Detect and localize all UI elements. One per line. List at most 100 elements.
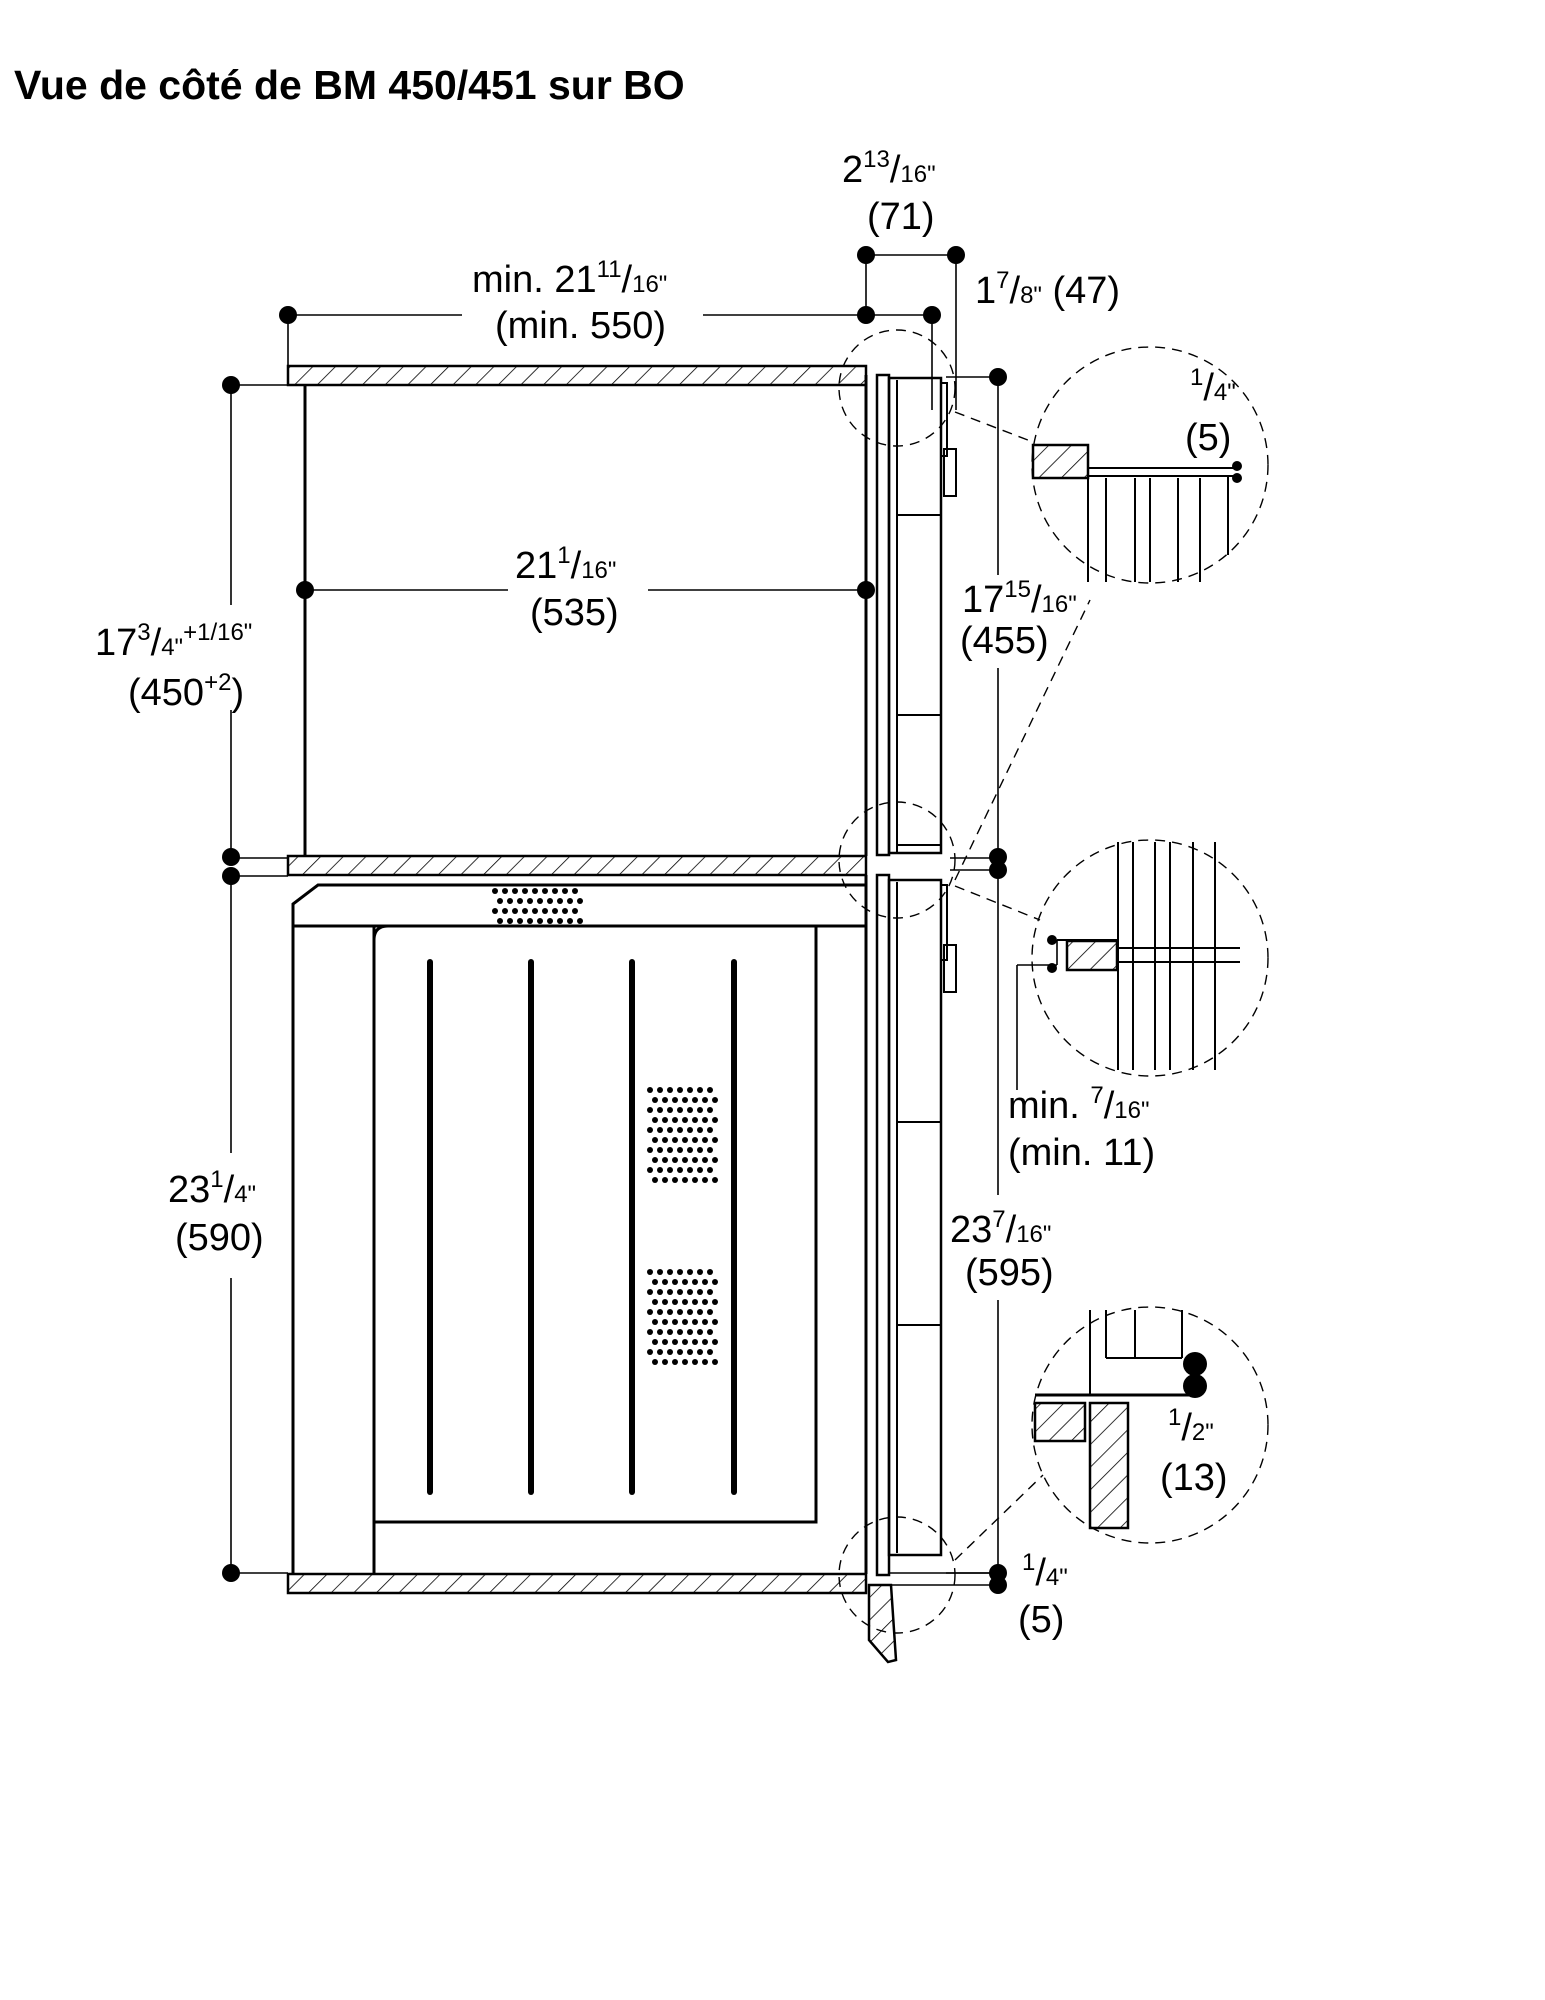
vent-dot-top: [527, 918, 533, 924]
label-min-niche-imperial: min. 2111/16": [472, 256, 667, 301]
vent-dot-lower: [697, 1309, 703, 1315]
vent-dot-lower: [692, 1279, 698, 1285]
vent-dot-lower: [672, 1339, 678, 1345]
dimension-dot: [989, 1576, 1007, 1594]
dimension-dot: [1183, 1374, 1207, 1398]
vent-dot-lower: [697, 1269, 703, 1275]
dimension-dot: [857, 246, 875, 264]
vent-dot-upper: [702, 1177, 708, 1183]
vent-dot-upper: [652, 1177, 658, 1183]
label-front-47: 17/8" (47): [975, 267, 1120, 312]
dimension-lines: [230, 254, 1058, 1586]
vent-dot-lower: [657, 1309, 663, 1315]
vent-dot-top: [532, 908, 538, 914]
dimension-dot: [1232, 473, 1242, 483]
vent-dot-lower: [672, 1299, 678, 1305]
vent-dot-lower: [667, 1329, 673, 1335]
page-title: Vue de côté de BM 450/451 sur BO: [14, 62, 685, 108]
vent-dot-top: [492, 908, 498, 914]
detail-top-joint: [1031, 443, 1240, 582]
label-depth-535-imperial: 211/16": [515, 542, 616, 587]
vent-dot-lower: [687, 1309, 693, 1315]
vent-dot-upper: [712, 1097, 718, 1103]
vent-dot-upper: [652, 1097, 658, 1103]
vent-dot-top: [492, 888, 498, 894]
vent-dot-lower: [652, 1299, 658, 1305]
ventilation-grids: [492, 888, 718, 1365]
bottom-shelf: [286, 1572, 868, 1595]
label-height-455-imperial: 1715/16": [962, 576, 1077, 621]
detail-circles: [838, 329, 1269, 1634]
dimension-dot: [947, 246, 965, 264]
vent-dot-top: [532, 888, 538, 894]
dimension-dot: [1232, 461, 1242, 471]
vent-dot-upper: [667, 1147, 673, 1153]
vent-dot-lower: [652, 1359, 658, 1365]
vent-dot-top: [537, 898, 543, 904]
vent-dot-top: [542, 908, 548, 914]
vent-dot-upper: [672, 1137, 678, 1143]
vent-dot-upper: [652, 1157, 658, 1163]
vent-dot-upper: [682, 1117, 688, 1123]
vent-dot-lower: [657, 1269, 663, 1275]
vent-dot-top: [512, 888, 518, 894]
vent-dot-upper: [712, 1177, 718, 1183]
label-gap-13-imperial: 1/2": [1168, 1404, 1214, 1449]
vent-dot-lower: [652, 1319, 658, 1325]
vent-dot-lower: [682, 1319, 688, 1325]
vent-dot-upper: [657, 1107, 663, 1113]
vent-dot-upper: [662, 1097, 668, 1103]
vent-dot-lower: [667, 1349, 673, 1355]
vent-dot-upper: [647, 1167, 653, 1173]
label-depth-71-imperial: 213/16": [842, 146, 936, 191]
vent-dot-top: [517, 918, 523, 924]
vent-dot-top: [562, 908, 568, 914]
vent-dot-lower: [712, 1339, 718, 1345]
vent-dot-lower: [687, 1289, 693, 1295]
label-min-niche-metric: (min. 550): [495, 305, 666, 347]
vent-dot-lower: [702, 1359, 708, 1365]
vent-dot-upper: [682, 1157, 688, 1163]
vent-dot-lower: [702, 1299, 708, 1305]
vent-dot-top: [507, 918, 513, 924]
vent-dot-top: [547, 898, 553, 904]
vent-dot-upper: [677, 1167, 683, 1173]
vent-dot-lower: [647, 1309, 653, 1315]
vent-dot-lower: [667, 1309, 673, 1315]
dimension-dot: [296, 581, 314, 599]
vent-dot-top: [572, 888, 578, 894]
vent-dot-lower: [657, 1329, 663, 1335]
vent-dot-top: [502, 888, 508, 894]
vent-dot-top: [577, 918, 583, 924]
vent-dot-upper: [652, 1137, 658, 1143]
upper-appliance-body: [303, 373, 957, 857]
vent-dot-lower: [707, 1269, 713, 1275]
label-height-590-metric: (590): [175, 1217, 264, 1259]
vent-dot-upper: [687, 1107, 693, 1113]
vent-dot-upper: [697, 1167, 703, 1173]
vent-dot-upper: [682, 1137, 688, 1143]
vent-dot-lower: [647, 1329, 653, 1335]
vent-dot-lower: [672, 1319, 678, 1325]
dimension-dot: [222, 848, 240, 866]
vent-dot-upper: [687, 1167, 693, 1173]
vent-dot-upper: [712, 1157, 718, 1163]
vent-dot-upper: [657, 1167, 663, 1173]
vent-dot-upper: [702, 1117, 708, 1123]
vent-dot-top: [502, 908, 508, 914]
vent-dot-upper: [687, 1127, 693, 1133]
dimension-dot: [857, 306, 875, 324]
dimension-dot: [989, 368, 1007, 386]
dimension-dot: [989, 861, 1007, 879]
vent-dot-lower: [687, 1269, 693, 1275]
vent-dot-upper: [682, 1097, 688, 1103]
vent-dot-upper: [707, 1127, 713, 1133]
vent-dot-lower: [677, 1349, 683, 1355]
label-height-450-metric: (450+2): [128, 669, 244, 714]
vent-dot-lower: [702, 1319, 708, 1325]
vent-dot-upper: [672, 1177, 678, 1183]
vent-dot-top: [527, 898, 533, 904]
vent-dot-upper: [692, 1137, 698, 1143]
vent-dot-lower: [712, 1279, 718, 1285]
vent-dot-upper: [657, 1127, 663, 1133]
